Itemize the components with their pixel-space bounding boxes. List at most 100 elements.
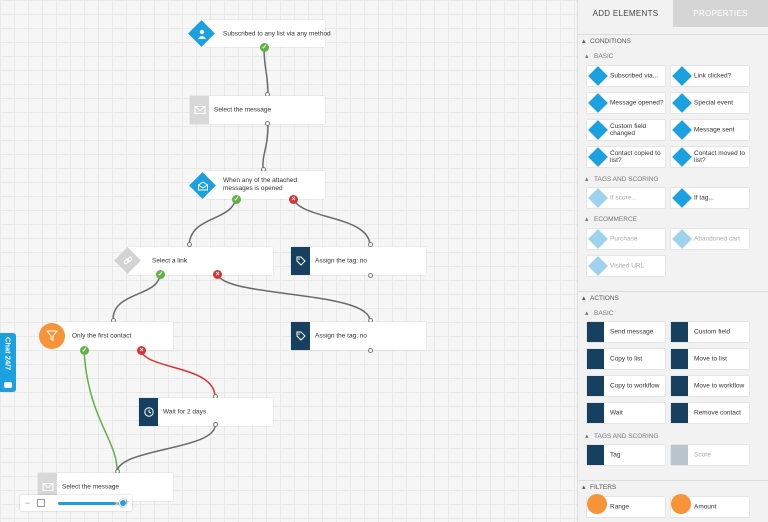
- node-select-message[interactable]: Select the message: [190, 96, 325, 124]
- node-label: Select a link: [152, 257, 188, 265]
- node-wait[interactable]: Wait for 2 days: [139, 398, 273, 426]
- copy-icon: [588, 147, 608, 167]
- section-actions[interactable]: ACTIONS: [578, 291, 768, 305]
- action-move-to-workflow[interactable]: Move to workflow: [671, 376, 749, 396]
- item-label: Tag: [610, 451, 621, 459]
- node-when-opened[interactable]: When any of the attached messages is ope…: [205, 171, 325, 199]
- move-icon: [671, 349, 688, 369]
- output-port[interactable]: [213, 422, 218, 427]
- item-label: If tag...: [694, 194, 714, 202]
- subsection-basic[interactable]: BASIC: [578, 51, 768, 62]
- node-assign-tag-2[interactable]: Assign the tag: no: [291, 322, 426, 350]
- filter-amount[interactable]: Amount: [671, 494, 749, 517]
- condition-subscribed-via[interactable]: Subscribed via...: [587, 66, 665, 86]
- node-first-contact[interactable]: Only the first contact: [52, 322, 173, 350]
- workflow-canvas[interactable]: Subscribed to any list via any method ✓ …: [0, 0, 577, 522]
- output-port[interactable]: [368, 348, 373, 353]
- item-label: Special event: [694, 99, 734, 107]
- item-label: Move to list: [694, 355, 727, 363]
- yes-port[interactable]: ✓: [232, 195, 241, 204]
- subsection-basic-actions[interactable]: BASIC: [578, 308, 768, 319]
- item-label: Link clicked?: [694, 72, 732, 80]
- action-copy-to-workflow[interactable]: Copy to workflow: [587, 376, 665, 396]
- node-label: Select the message: [214, 106, 272, 114]
- no-port[interactable]: ×: [213, 270, 222, 279]
- subsection-actions-tags[interactable]: TAGS AND SCORING: [578, 431, 768, 442]
- action-tag[interactable]: Tag: [587, 445, 665, 465]
- section-conditions[interactable]: CONDITIONS: [578, 34, 768, 48]
- yes-port[interactable]: ✓: [260, 43, 269, 52]
- condition-link-clicked[interactable]: Link clicked?: [671, 66, 749, 86]
- item-label: Abandoned cart: [694, 235, 740, 243]
- fit-screen-icon[interactable]: [37, 499, 45, 507]
- item-label: Move to workflow: [694, 382, 745, 390]
- envelope-icon: [38, 473, 57, 501]
- item-label: Custom field: [694, 328, 731, 336]
- user-icon: [196, 28, 208, 40]
- funnel-icon: [671, 494, 691, 514]
- input-port[interactable]: [368, 242, 373, 247]
- chat-bubble-icon: [4, 382, 12, 388]
- elements-panel: ADD ELEMENTS PROPERTIES CONDITIONS BASIC…: [577, 0, 768, 522]
- node-label: Assign the tag: no: [315, 332, 368, 340]
- link-icon: [588, 256, 608, 276]
- move-workflow-icon: [671, 376, 688, 396]
- condition-visited-url[interactable]: Visited URL: [587, 256, 665, 276]
- condition-contact-copied[interactable]: Contact copied to list?: [587, 147, 665, 167]
- item-label: Score: [694, 451, 711, 459]
- subsection-ecommerce[interactable]: ECOMMERCE: [578, 214, 768, 225]
- star-icon: [671, 445, 688, 465]
- condition-message-sent[interactable]: Message sent: [671, 120, 749, 140]
- yes-port[interactable]: ✓: [156, 270, 165, 279]
- user-edit-icon: [671, 322, 688, 342]
- copy-workflow-icon: [587, 376, 604, 396]
- action-wait[interactable]: Wait: [587, 403, 665, 423]
- zoom-slider-thumb[interactable]: [119, 499, 127, 507]
- zoom-out-button[interactable]: −: [25, 498, 31, 508]
- envelope-open-icon: [197, 180, 209, 192]
- item-label: Purchase: [610, 235, 638, 243]
- node-label: Only the first contact: [72, 332, 132, 340]
- tab-properties[interactable]: PROPERTIES: [673, 0, 768, 27]
- node-subscribed[interactable]: Subscribed to any list via any method: [205, 20, 331, 47]
- condition-if-tag[interactable]: If tag...: [671, 188, 749, 208]
- condition-contact-moved[interactable]: Contact moved to list?: [671, 147, 749, 167]
- action-custom-field[interactable]: Custom field: [671, 322, 749, 342]
- action-move-to-list[interactable]: Move to list: [671, 349, 749, 369]
- no-port[interactable]: ×: [289, 195, 298, 204]
- node-select-link[interactable]: Select a link: [128, 247, 273, 275]
- condition-message-opened[interactable]: Message opened?: [587, 93, 665, 113]
- item-label: Message opened?: [610, 99, 664, 107]
- tab-add-elements[interactable]: ADD ELEMENTS: [578, 0, 673, 27]
- zoom-control: − +: [20, 495, 132, 511]
- subsection-tags-scoring[interactable]: TAGS AND SCORING: [578, 174, 768, 185]
- condition-custom-field-changed[interactable]: Custom field changed: [587, 120, 665, 140]
- output-port[interactable]: [265, 121, 270, 126]
- chat-tab[interactable]: Chat 24/7: [0, 333, 16, 392]
- condition-if-score[interactable]: If score...: [587, 188, 665, 208]
- action-score[interactable]: Score: [671, 445, 749, 465]
- action-remove-contact[interactable]: Remove contact: [671, 403, 749, 423]
- output-port[interactable]: [368, 273, 373, 278]
- item-label: Amount: [694, 503, 717, 511]
- zoom-in-button[interactable]: +: [124, 497, 130, 507]
- action-send-message[interactable]: Send message: [587, 322, 665, 342]
- node-assign-tag[interactable]: Assign the tag: no: [291, 247, 426, 275]
- condition-special-event[interactable]: Special event: [671, 93, 749, 113]
- item-label: Send message: [610, 328, 654, 336]
- item-label: Contact moved to list?: [694, 150, 745, 164]
- tag-icon: [291, 322, 310, 350]
- filter-range[interactable]: Range: [587, 494, 665, 517]
- no-port[interactable]: ×: [137, 346, 146, 355]
- condition-abandoned-cart[interactable]: Abandoned cart: [671, 229, 749, 249]
- condition-purchase[interactable]: Purchase: [587, 229, 665, 249]
- tag-icon: [587, 445, 604, 465]
- action-copy-to-list[interactable]: Copy to list: [587, 349, 665, 369]
- yes-port[interactable]: ✓: [80, 346, 89, 355]
- item-label: Custom field changed: [610, 123, 647, 137]
- section-filters[interactable]: FILTERS: [578, 480, 768, 494]
- item-label: Contact copied to list?: [610, 150, 661, 164]
- zoom-slider-track[interactable]: [58, 502, 116, 505]
- input-port[interactable]: [187, 242, 192, 247]
- clock-icon: [139, 398, 158, 426]
